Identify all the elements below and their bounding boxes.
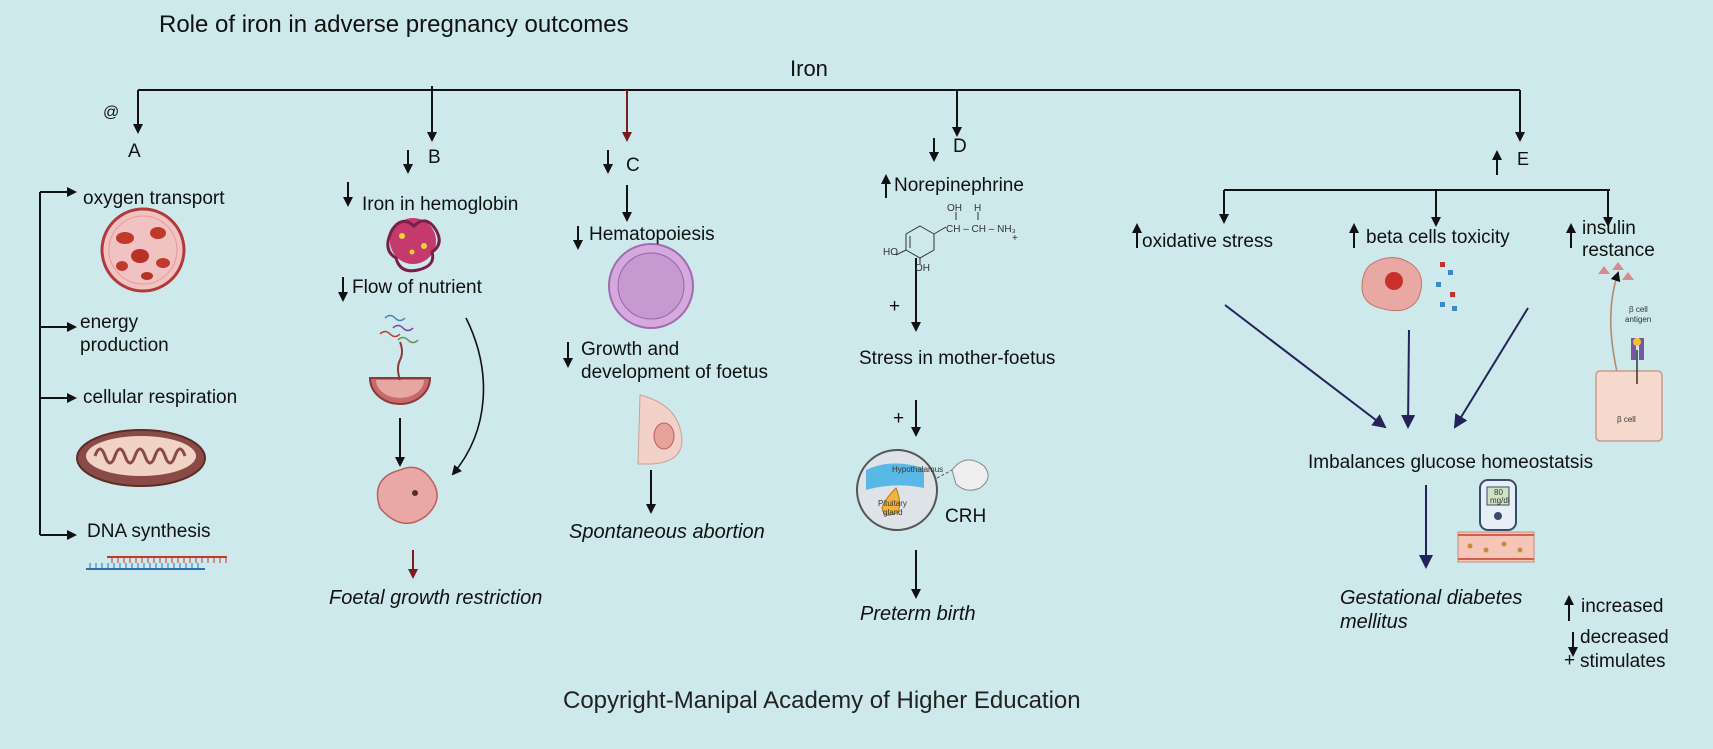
brain-pituitary-label-1: Pituitary	[878, 499, 907, 508]
branch-d-norepinephrine: Norepinephrine	[894, 175, 1024, 196]
branch-e-letter: E	[1517, 149, 1530, 169]
diagram-title: Role of iron in adverse pregnancy outcom…	[159, 11, 629, 38]
branch-b-flow-of-nutrient: Flow of nutrient	[352, 277, 482, 298]
branch-b-iron-in-hemoglobin: Iron in hemoglobin	[362, 194, 519, 215]
branch-a-production: production	[80, 335, 169, 356]
branch-d-plus-1: +	[889, 296, 901, 317]
legend-arrows	[1564, 595, 1578, 657]
branch-e-imbalances: Imbalances glucose homeostatsis	[1308, 452, 1594, 473]
stem-cell-illustration	[608, 243, 694, 329]
branch-a-dna-synthesis: DNA synthesis	[87, 521, 211, 542]
molecule-chain: CH – CH – NH₃	[946, 224, 1016, 235]
molecule-oh-top: OH	[947, 203, 962, 214]
branch-e-connectors	[1219, 189, 1621, 569]
embryo-illustration	[376, 466, 438, 525]
branch-a-cellular-respiration: cellular respiration	[83, 387, 238, 408]
legend-stimulates: stimulates	[1580, 651, 1666, 672]
copyright-notice: Copyright-Manipal Academy of Higher Educ…	[563, 687, 1081, 714]
red-blood-cells-illustration	[100, 207, 186, 293]
insulin-receptor-cell-illustration	[1595, 262, 1663, 442]
branch-a-oxygen-transport: oxygen transport	[83, 188, 225, 209]
molecule-oh-bottom: OH	[915, 263, 930, 274]
branch-d-stress: Stress in mother-foetus	[859, 348, 1056, 369]
molecule-charge: +	[1012, 233, 1018, 244]
branch-b-outcome: Foetal growth restriction	[329, 587, 543, 609]
legend-decreased: decreased	[1580, 627, 1669, 648]
indicator-arrows	[338, 138, 1576, 368]
brain-hypothalamus-label: Hypothalamus	[892, 465, 944, 474]
root-connectors	[133, 86, 1525, 142]
molecule-ho: HO	[883, 247, 898, 258]
branch-c-outcome: Spontaneous abortion	[569, 521, 765, 543]
branch-d-letter: D	[953, 136, 967, 157]
glucose-meter-unit: mg/dl	[1490, 496, 1510, 505]
dna-strand-illustration	[86, 556, 227, 570]
branch-c-growth-line2: development of foetus	[581, 362, 768, 383]
hemoglobin-illustration	[386, 218, 441, 273]
root-node-iron: Iron	[790, 56, 828, 81]
branch-e-restance: restance	[1582, 240, 1655, 261]
branch-a-energy: energy	[80, 312, 139, 333]
brain-pituitary-label-2: gland	[883, 508, 903, 517]
branch-a-connectors	[39, 187, 77, 540]
branch-c-letter: C	[626, 155, 640, 176]
nutrient-squiggles	[379, 314, 419, 344]
branch-e-insulin: insulin	[1582, 218, 1636, 239]
molecule-h-top: H	[974, 203, 982, 214]
mitochondrion-illustration	[76, 429, 206, 487]
at-symbol: @	[103, 104, 120, 121]
branch-d-plus-2: +	[893, 408, 905, 429]
beta-cell-label: β cell	[1617, 415, 1636, 424]
branch-b-connectors	[395, 317, 485, 579]
branch-d-outcome: Preterm birth	[860, 603, 976, 625]
branch-e-oxidative-stress: oxidative stress	[1142, 231, 1273, 252]
legend-increased: increased	[1581, 596, 1664, 617]
norepinephrine-molecule	[895, 212, 979, 264]
branch-e-outcome-line1: Gestational diabetes	[1340, 587, 1523, 609]
branch-c-connectors	[622, 185, 656, 514]
pregnant-belly-illustration	[637, 394, 683, 465]
beta-cell-antigen-label-2: antigen	[1625, 315, 1652, 324]
damaged-beta-cell-illustration	[1361, 257, 1457, 312]
branch-a-letter: A	[128, 141, 141, 162]
placenta-illustration	[368, 341, 432, 405]
branch-d-crh: CRH	[945, 506, 987, 527]
branch-e-beta-cells-toxicity: beta cells toxicity	[1366, 227, 1510, 248]
glucose-meter-value: 80	[1494, 488, 1503, 497]
branch-c-growth-line1: Growth and	[581, 339, 680, 360]
branch-b-letter: B	[428, 147, 441, 168]
glucose-meter-illustration	[1457, 479, 1535, 563]
branch-c-hematopoiesis: Hematopoiesis	[589, 224, 715, 245]
beta-cell-antigen-label-1: β cell	[1629, 305, 1648, 314]
branch-e-outcome-line2: mellitus	[1340, 611, 1408, 633]
legend-plus-symbol: +	[1564, 650, 1576, 671]
hypothalamus-pituitary-illustration	[856, 449, 989, 531]
